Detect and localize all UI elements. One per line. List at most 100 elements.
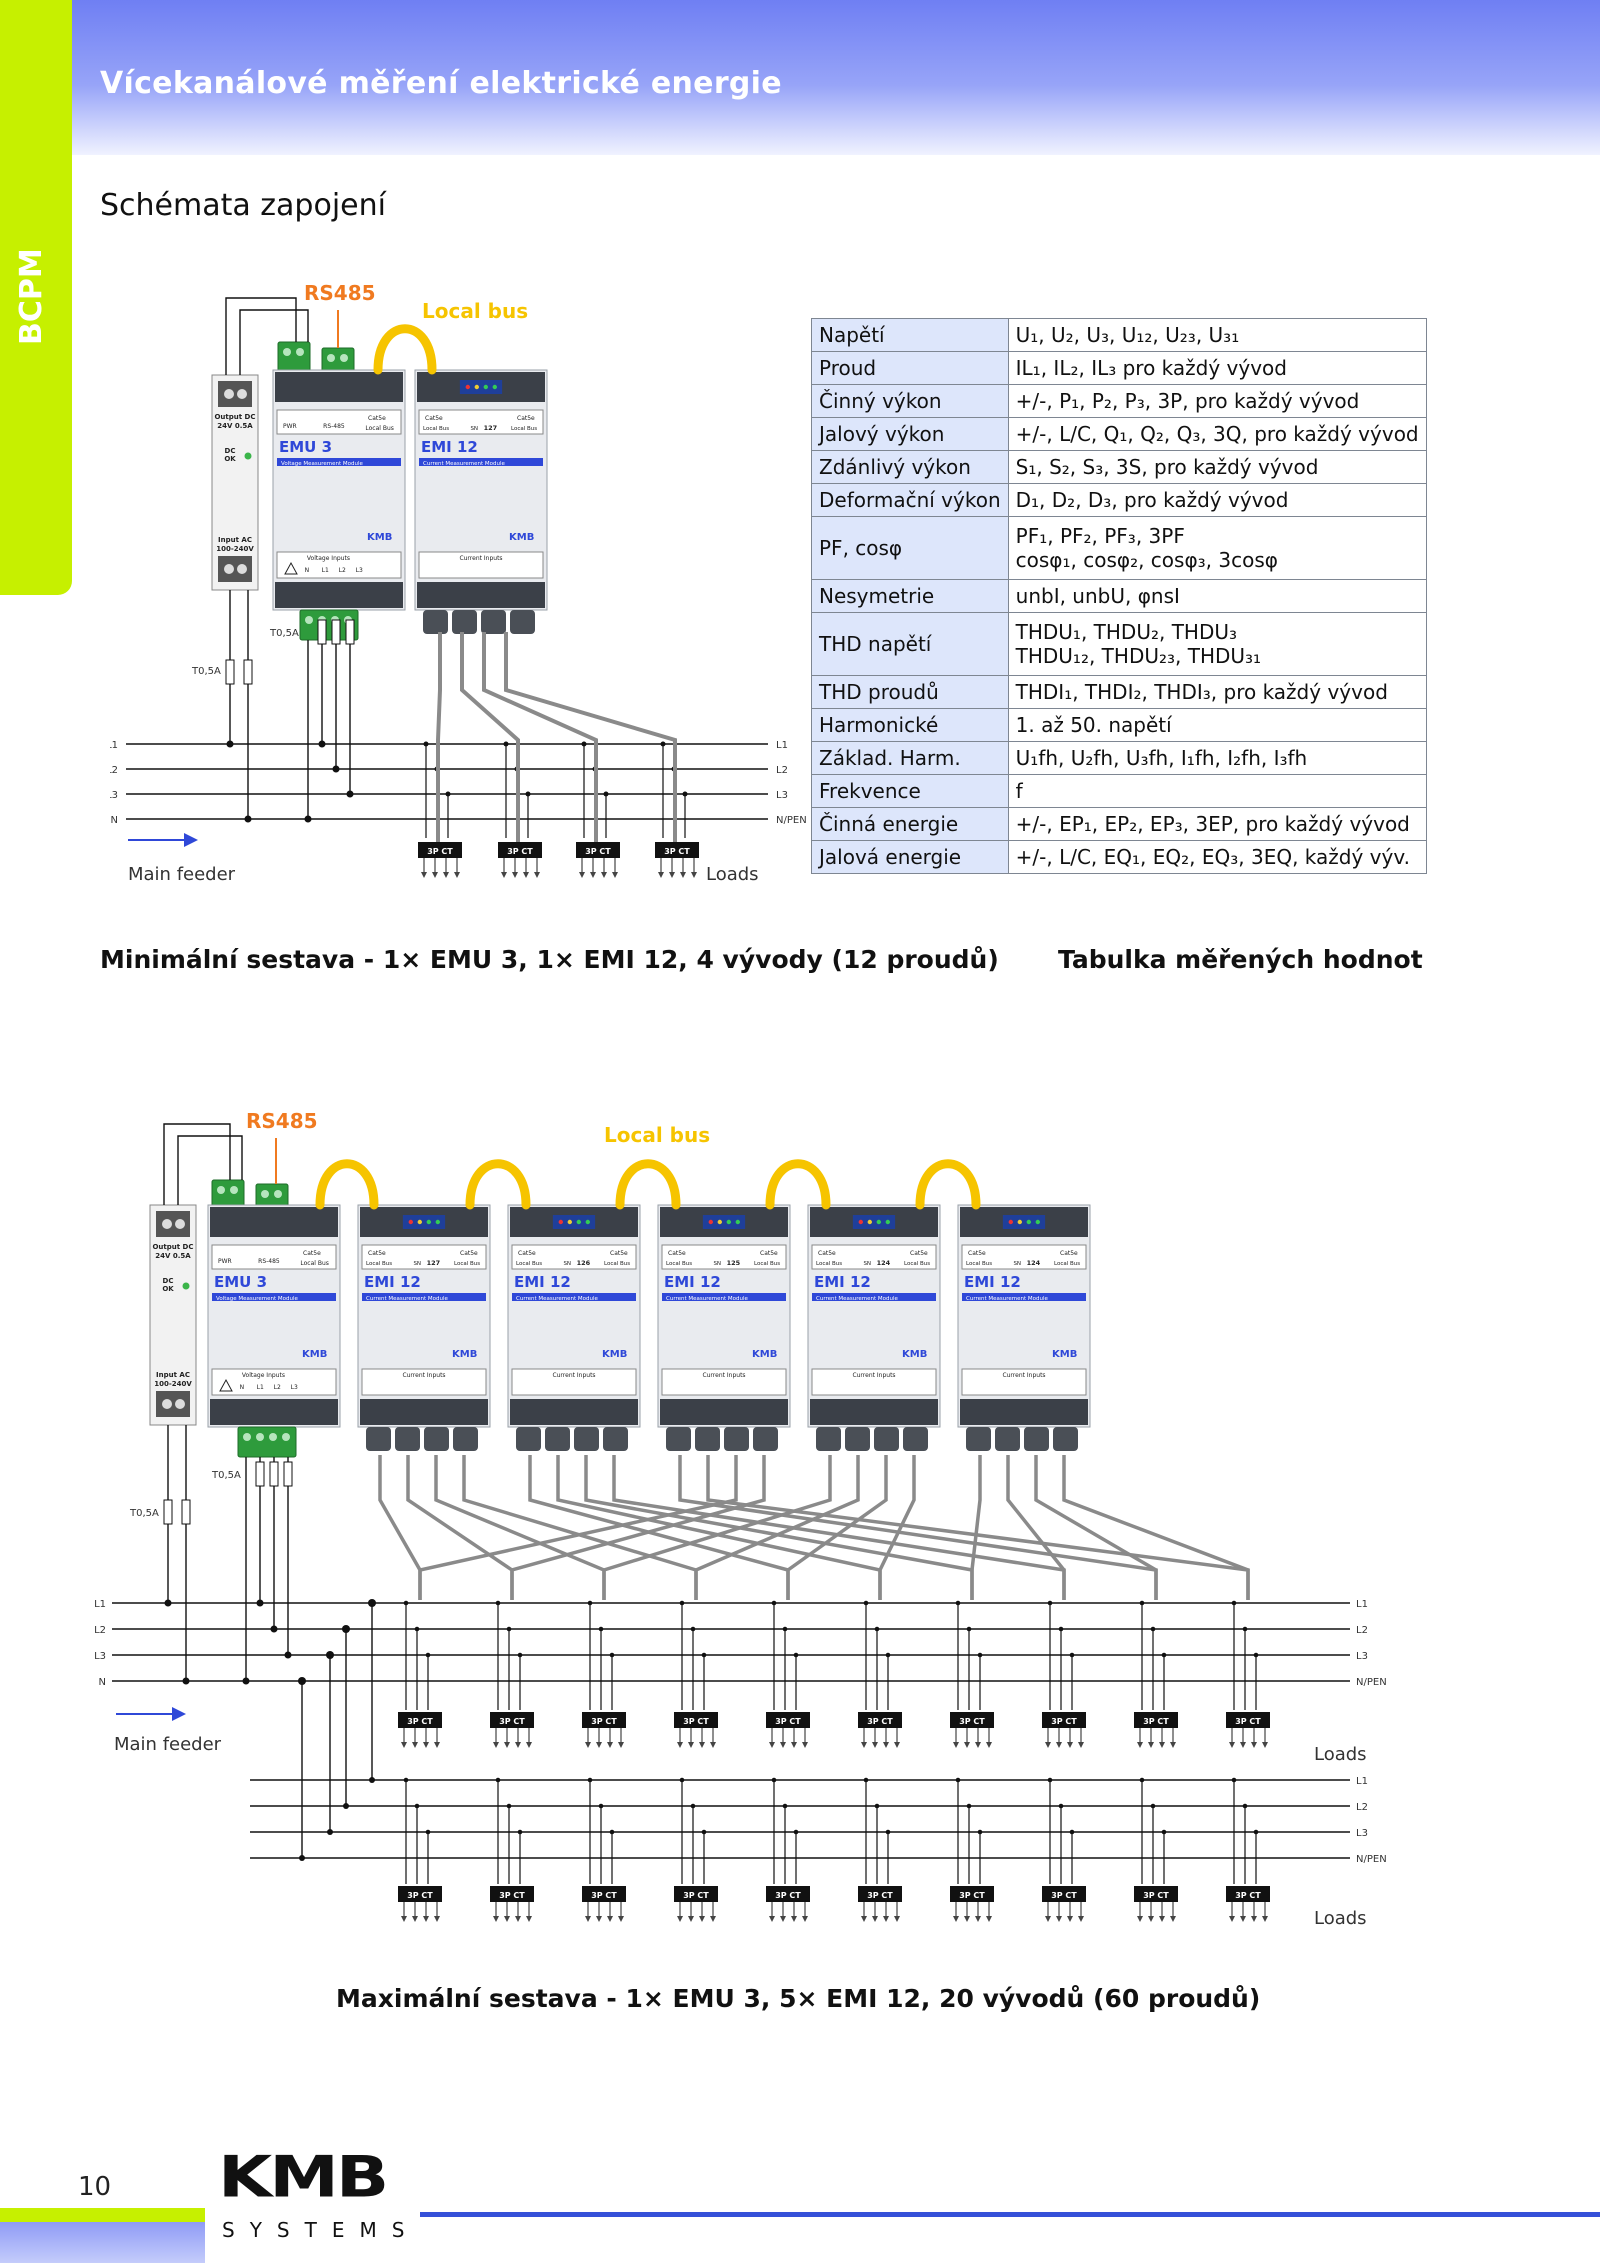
emi-blue-bar <box>662 1293 786 1301</box>
ct-arrow-head <box>579 872 585 878</box>
ct-label: 3P CT <box>683 1891 709 1900</box>
loads-label: Loads <box>706 864 759 885</box>
ct-label: 3P CT <box>1235 1717 1261 1726</box>
junction-dot <box>1058 1626 1064 1632</box>
ct-arrow-head <box>769 1742 775 1748</box>
ct-label: 3P CT <box>591 1717 617 1726</box>
junction-dot <box>682 791 688 797</box>
connector-screw <box>261 1190 269 1198</box>
emi-input-strip <box>811 1368 937 1396</box>
junction-dot <box>587 1777 593 1783</box>
ct-block <box>950 1712 994 1728</box>
junction-dot <box>690 1803 696 1809</box>
table-value: U₁, U₂, U₃, U₁₂, U₂₃, U₃₁ <box>1007 318 1427 352</box>
emi-localbus-label: Local Bus <box>423 426 449 432</box>
ct-arrow-head <box>680 872 686 878</box>
table-value: +/-, EP₁, EP₂, EP₃, 3EP, pro každý vývod <box>1007 807 1427 841</box>
phase-label-left: N <box>99 1677 106 1688</box>
ct-arrow-head <box>1251 1916 1257 1922</box>
ct-plug <box>452 610 477 634</box>
psu-led <box>182 1282 190 1290</box>
junction-dot <box>609 1652 615 1658</box>
table-value: S₁, S₂, S₃, 3S, pro každý vývod <box>1007 450 1427 484</box>
emu-rs485-label: RS-485 <box>258 1258 280 1265</box>
junction-dot <box>256 1599 264 1607</box>
ct-block <box>582 1886 626 1902</box>
ct-arrow-head <box>710 1916 716 1922</box>
emu-inputs-label: Voltage Inputs <box>307 555 350 562</box>
ct-plug <box>816 1427 841 1451</box>
ct-arrow-head <box>1229 1742 1235 1748</box>
ct-label: 3P CT <box>775 1891 801 1900</box>
emi-led <box>417 1219 422 1225</box>
ct-arrow-head <box>975 1742 981 1748</box>
junction-dot <box>506 1626 512 1632</box>
ct-plug <box>966 1427 991 1451</box>
ct-arrow-head <box>669 872 675 878</box>
ct-plug <box>516 1427 541 1451</box>
emu-terminal-label: L3 <box>291 1384 298 1391</box>
ct-arrow-head <box>1148 1742 1154 1748</box>
ct-arrow-head <box>1078 1742 1084 1748</box>
emi-input-strip <box>511 1368 637 1396</box>
psu-input-label: Input AC <box>156 1371 190 1379</box>
emu-terminal-label: L3 <box>356 567 363 574</box>
emi-label-strip <box>511 1244 637 1270</box>
rs485-label: RS485 <box>246 1109 318 1133</box>
emi-sn-label: SN <box>563 1261 571 1267</box>
ct-label: 3P CT <box>585 847 611 856</box>
junction-dot <box>164 1599 172 1607</box>
junction-dot <box>1231 1600 1237 1606</box>
emi-subtitle: Current Measurement Module <box>423 461 506 467</box>
ct-arrow-head <box>432 872 438 878</box>
table-row: Činný výkon+/-, P₁, P₂, P₃, 3P, pro každ… <box>811 384 1427 418</box>
junction-dot <box>598 1626 604 1632</box>
ct-arrow-head <box>791 1916 797 1922</box>
emi-led <box>1008 1219 1013 1225</box>
ct-block <box>582 1712 626 1728</box>
junction-dot <box>226 740 234 748</box>
emi-serial: 126 <box>577 1259 591 1267</box>
ct-arrow-head <box>691 872 697 878</box>
table-value: f <box>1007 774 1427 808</box>
emu-label-strip <box>276 409 402 435</box>
connector-screw <box>296 348 304 356</box>
emi-sn-label: SN <box>713 1261 721 1267</box>
ct-cable <box>694 1455 860 1600</box>
junction-dot <box>1069 1829 1075 1835</box>
emi-input-strip <box>961 1368 1087 1396</box>
emi-name: EMI 12 <box>964 1273 1021 1291</box>
junction-dot <box>701 1652 707 1658</box>
junction-dot <box>782 1803 788 1809</box>
ct-plug <box>510 610 535 634</box>
emi-name: EMI 12 <box>364 1273 421 1291</box>
ct-block <box>1226 1712 1270 1728</box>
emi-localbus-label: Local Bus <box>454 1261 480 1267</box>
ct-label: 3P CT <box>507 847 533 856</box>
junction-dot <box>679 1600 685 1606</box>
psu-screw <box>162 1399 172 1409</box>
emi-name: EMI 12 <box>514 1273 571 1291</box>
emi-cat5e-label: Cat5e <box>818 1250 836 1257</box>
phase-label-right: L1 <box>1356 1776 1368 1787</box>
ct-plug <box>366 1427 391 1451</box>
emi-localbus-label: Local Bus <box>366 1261 392 1267</box>
psu-screw <box>237 389 247 399</box>
ct-cable <box>786 1455 888 1600</box>
psu-output-label: Output DC <box>214 413 255 421</box>
ct-arrow-head <box>1137 1742 1143 1748</box>
psu-screw <box>175 1399 185 1409</box>
emu-terminal-label: L1 <box>322 567 329 574</box>
ct-arrow-head <box>1067 1916 1073 1922</box>
ct-arrow-head <box>872 1916 878 1922</box>
emi-inputs-label: Current Inputs <box>402 1372 445 1379</box>
ct-arrow-head <box>1067 1742 1073 1748</box>
junction-dot <box>679 1777 685 1783</box>
emi-bottom-dark <box>810 1399 938 1425</box>
emi-localbus-label: Local Bus <box>904 1261 930 1267</box>
emi-led <box>708 1219 713 1225</box>
